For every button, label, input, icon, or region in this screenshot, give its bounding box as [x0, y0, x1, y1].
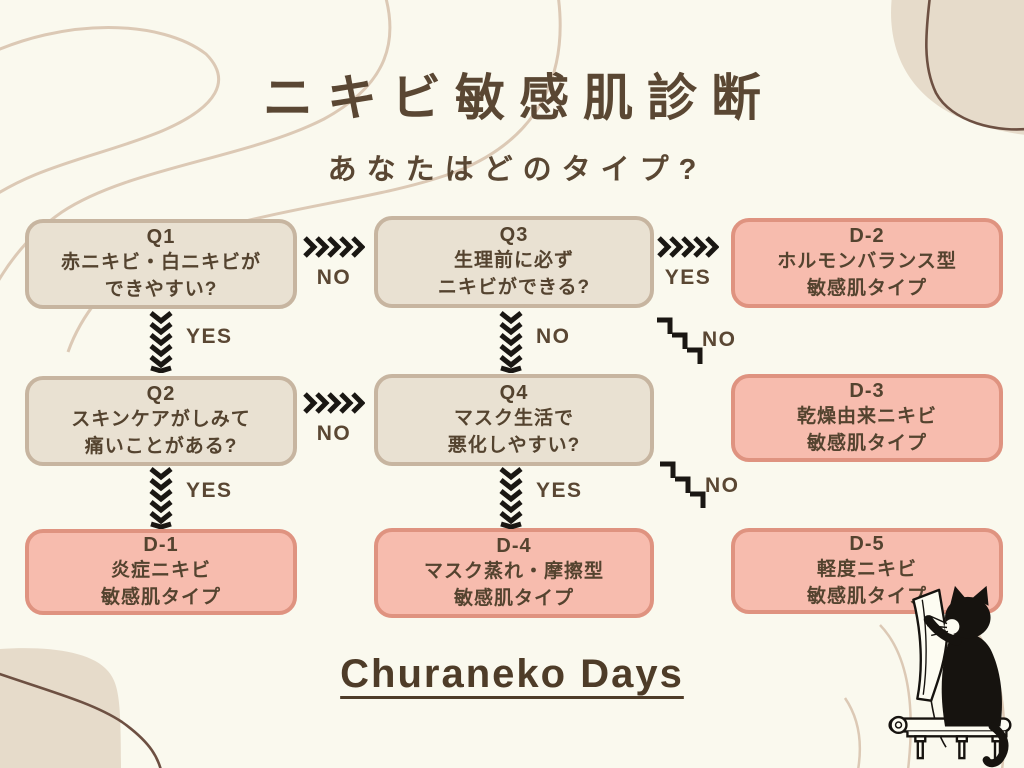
- box-text-line: 敏感肌タイプ: [453, 588, 574, 609]
- chevron-right-arrow-icon: [303, 392, 365, 414]
- chevron-down-arrow-icon: [149, 467, 173, 529]
- step-down-arrow-icon: [657, 317, 703, 364]
- box-id-label: D-2: [849, 225, 885, 248]
- box-id-label: D-1: [143, 534, 179, 557]
- edge-label-no: NO: [536, 325, 571, 348]
- chevron-down-arrow-icon: [149, 311, 173, 373]
- box-text-line: ニキビができる?: [437, 277, 591, 298]
- box-text-line: 軽度ニキビ: [816, 559, 917, 581]
- box-text-line: 悪化しやすい?: [447, 435, 581, 456]
- edge-label-yes: YES: [186, 325, 233, 348]
- step-down-arrow-icon: [660, 461, 706, 508]
- flow-box-d4: D-4 マスク蒸れ・摩擦型 敏感肌タイプ: [374, 528, 654, 618]
- edge-label-no: NO: [702, 328, 737, 351]
- box-text-line: ホルモンバランス型: [777, 251, 957, 273]
- flow-box-q4: Q4 マスク生活で 悪化しやすい?: [374, 374, 654, 466]
- page-title: ニキビ敏感肌診断: [263, 70, 775, 126]
- box-text-line: スキンケアがしみて: [71, 409, 251, 431]
- box-id-label: Q2: [146, 383, 176, 406]
- flow-box-q2: Q2 スキンケアがしみて 痛いことがある?: [25, 376, 297, 466]
- chevron-right-arrow-icon: [303, 236, 365, 258]
- edge-label-no: NO: [316, 266, 352, 289]
- box-text-line: 炎症ニキビ: [110, 560, 211, 582]
- chevron-down-arrow-icon: [499, 311, 523, 373]
- edge-label-no: NO: [705, 474, 740, 497]
- box-id-label: D-5: [849, 533, 885, 556]
- box-text-line: マスク生活で: [453, 408, 574, 430]
- box-text-line: 敏感肌タイプ: [806, 433, 927, 454]
- box-text-line: できやすい?: [104, 279, 218, 300]
- edge-label-yes: YES: [186, 479, 233, 502]
- box-text-line: 敏感肌タイプ: [100, 587, 221, 608]
- box-id-label: D-3: [849, 380, 885, 403]
- box-text-line: 赤ニキビ・白ニキビが: [60, 252, 261, 274]
- page-subtitle: あなたはどのタイプ?: [327, 154, 707, 186]
- black-cat-illustration: [888, 585, 1012, 768]
- box-id-label: D-4: [496, 535, 532, 558]
- box-id-label: Q1: [146, 226, 176, 249]
- box-id-label: Q3: [499, 224, 529, 247]
- box-text-line: 敏感肌タイプ: [806, 278, 927, 299]
- edge-label-yes: YES: [536, 479, 583, 502]
- chevron-right-arrow-icon: [657, 236, 719, 258]
- edge-label-yes: YES: [664, 266, 712, 289]
- flow-box-q1: Q1 赤ニキビ・白ニキビが できやすい?: [25, 219, 297, 309]
- flow-box-q3: Q3 生理前に必ず ニキビができる?: [374, 216, 654, 308]
- chevron-down-arrow-icon: [499, 467, 523, 529]
- box-text-line: マスク蒸れ・摩擦型: [423, 561, 604, 583]
- box-text-line: 痛いことがある?: [84, 436, 238, 457]
- box-text-line: 敏感肌タイプ: [806, 586, 927, 607]
- edge-label-no: NO: [316, 422, 352, 445]
- box-text-line: 乾燥由来ニキビ: [796, 406, 937, 428]
- box-id-label: Q4: [499, 382, 529, 405]
- footer-brand: Churaneko Days: [340, 652, 684, 696]
- flow-box-d2: D-2 ホルモンバランス型 敏感肌タイプ: [731, 218, 1003, 308]
- flow-box-d1: D-1 炎症ニキビ 敏感肌タイプ: [25, 529, 297, 615]
- flow-box-d3: D-3 乾燥由来ニキビ 敏感肌タイプ: [731, 374, 1003, 462]
- box-text-line: 生理前に必ず: [453, 250, 574, 272]
